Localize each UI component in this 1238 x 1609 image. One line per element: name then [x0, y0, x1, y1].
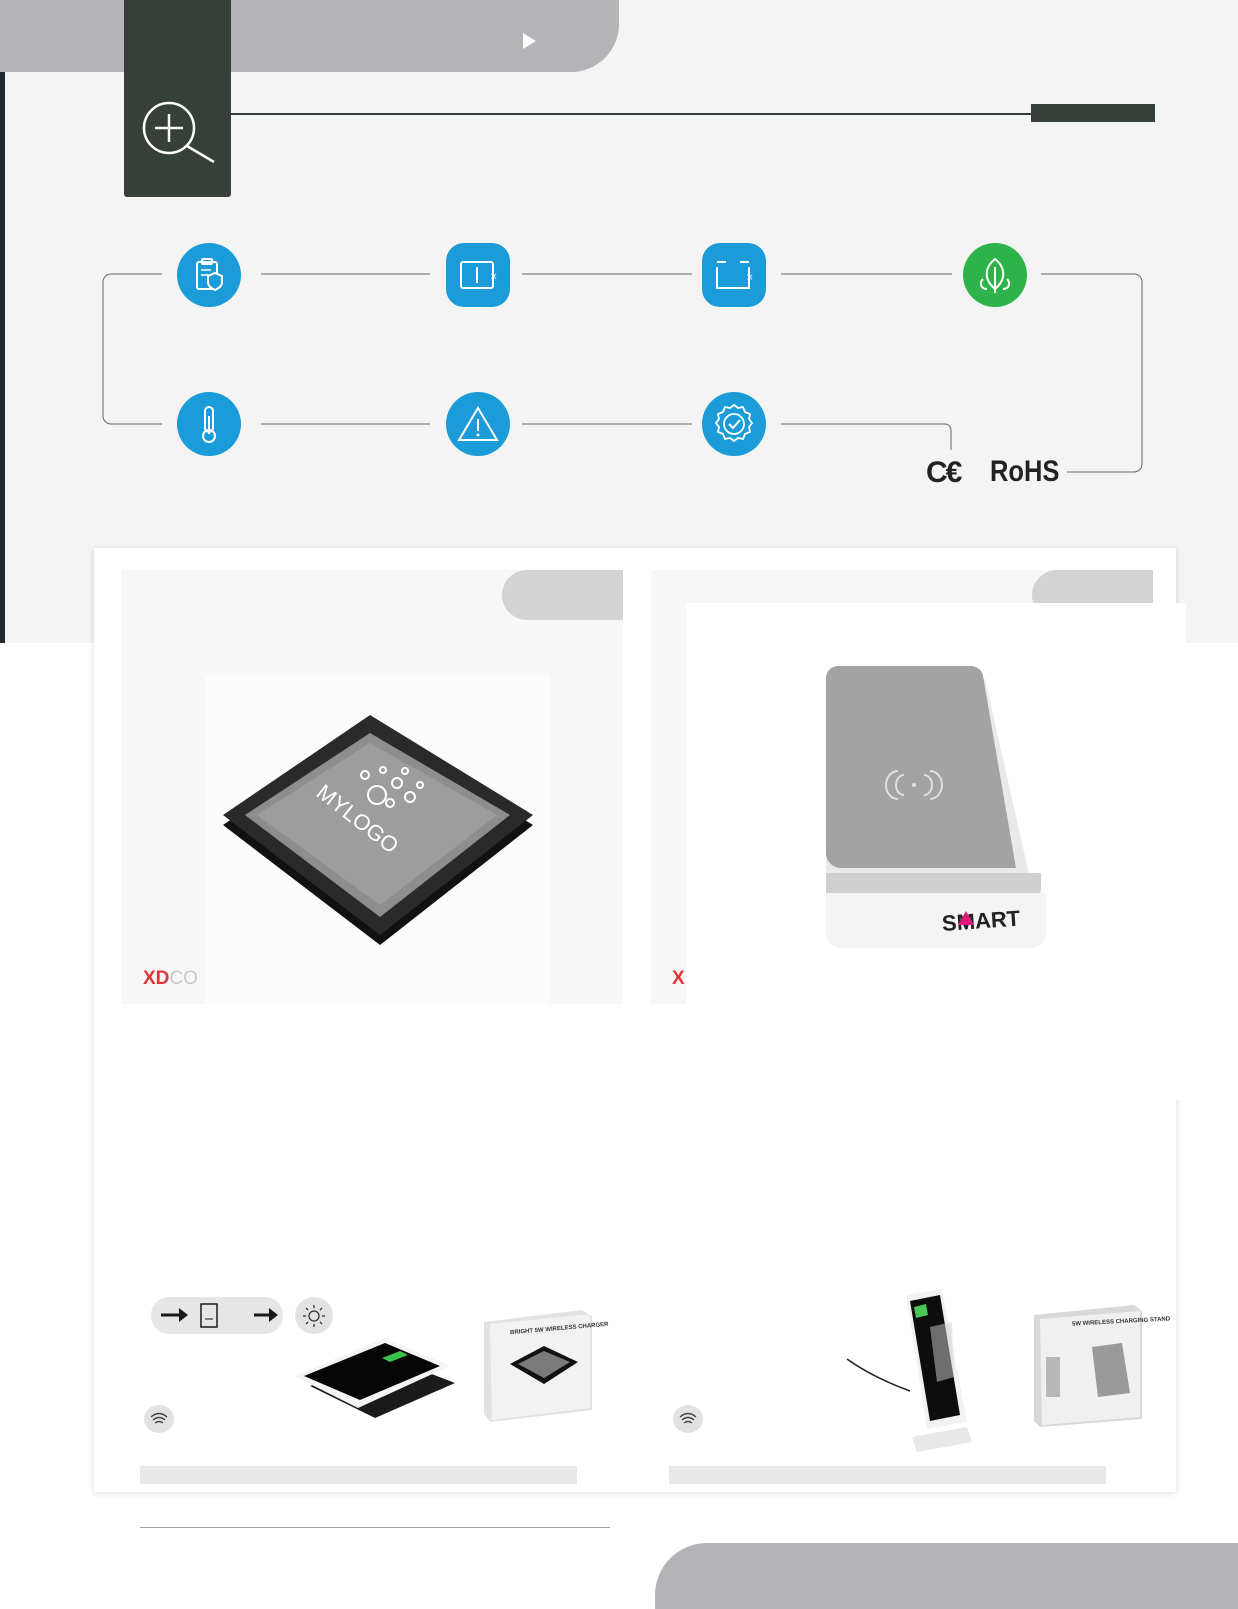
smart-logo-triangle: [958, 911, 974, 925]
svg-text:×: ×: [746, 273, 754, 283]
rohs-mark: RoHS: [990, 455, 1060, 488]
header-rule: [231, 113, 1031, 115]
wireless-charging-icon: [673, 1405, 703, 1433]
verified-badge-icon: [702, 392, 766, 456]
wireless-charging-icon: [144, 1405, 174, 1433]
product-info-bar-right: [669, 1466, 1106, 1484]
clipboard-shield-icon: [177, 243, 241, 307]
zoom-block: [124, 0, 231, 197]
svg-text:×: ×: [490, 272, 498, 282]
product-logo-text-right: SMART: [941, 906, 1021, 936]
ce-mark: C€: [926, 456, 962, 489]
warning-icon: [446, 392, 510, 456]
charging-steps-pill: [151, 1297, 283, 1334]
play-icon[interactable]: [523, 33, 536, 49]
battery-x-icon: ×: [446, 243, 510, 307]
header-tab: [0, 0, 619, 72]
header-rule-accent: [1031, 104, 1155, 122]
footer-rule: [140, 1527, 610, 1528]
footer-tab: [655, 1543, 1238, 1609]
feature-connectors: [102, 273, 1143, 473]
product-photo-left: MYLOGO: [205, 675, 550, 1004]
tray-x-icon: ×: [702, 243, 766, 307]
brand-logo-left: XDCO: [143, 968, 198, 989]
product-tab-left[interactable]: [502, 570, 623, 620]
stand-box-photo: 5W WIRELESS CHARGING STAND: [1034, 1297, 1170, 1427]
thermometer-icon: [177, 392, 241, 456]
product-info-bar-left: [140, 1466, 577, 1484]
left-edge-strip: [0, 70, 5, 643]
zoom-in-icon[interactable]: [124, 0, 231, 197]
phone-on-stand-photo: [842, 1267, 1012, 1457]
product-photo-right: SMART: [686, 603, 1186, 1100]
charger-box-photo: BRIGHT 5W WIRELESS CHARGER: [482, 1302, 609, 1422]
light-icon: [295, 1297, 333, 1334]
phone-on-charger-photo: [290, 1318, 460, 1423]
brand-logo-right: X: [672, 968, 685, 989]
leaf-icon: [963, 243, 1027, 307]
